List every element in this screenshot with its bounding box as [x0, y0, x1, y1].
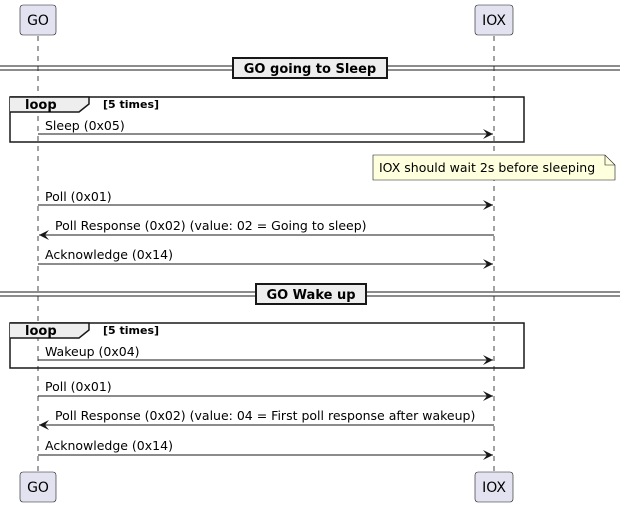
message-poll-1-label: Poll (0x01) — [45, 189, 112, 204]
message-ack-2-label: Acknowledge (0x14) — [45, 438, 173, 453]
message-poll-response-1-label: Poll Response (0x02) (value: 02 = Going … — [55, 218, 367, 233]
note-text: IOX should wait 2s before sleeping — [379, 160, 595, 175]
participant-iox-top: IOX — [474, 4, 514, 36]
loop-sleep: loop [5 times] — [9, 96, 525, 143]
message-ack-1: Acknowledge (0x14) — [38, 247, 493, 269]
participant-iox-bottom: IOX — [474, 471, 514, 503]
message-poll-2: Poll (0x01) — [38, 379, 493, 401]
participant-go-bottom-label: GO — [27, 480, 49, 496]
divider-wake: GO Wake up — [0, 283, 620, 305]
message-poll-1: Poll (0x01) — [38, 189, 493, 210]
participant-go-top-label: GO — [27, 13, 49, 29]
loop-wake-condition: [5 times] — [103, 324, 159, 337]
message-poll-response-2: Poll Response (0x02) (value: 04 = First … — [39, 408, 494, 430]
message-poll-2-label: Poll (0x01) — [45, 379, 112, 394]
participant-iox-bottom-label: IOX — [482, 480, 506, 496]
participant-go-bottom: GO — [19, 471, 57, 503]
message-poll-response-2-label: Poll Response (0x02) (value: 04 = First … — [55, 408, 475, 423]
divider-sleep-label: GO going to Sleep — [244, 62, 376, 77]
divider-wake-label: GO Wake up — [266, 288, 355, 303]
message-ack-2: Acknowledge (0x14) — [38, 438, 493, 460]
loop-sleep-condition: [5 times] — [103, 98, 159, 111]
message-sleep-label: Sleep (0x05) — [45, 118, 125, 133]
divider-sleep: GO going to Sleep — [0, 57, 620, 79]
loop-wake-keyword: loop — [25, 324, 57, 339]
message-wakeup: Wakeup (0x04) — [38, 344, 493, 365]
note: IOX should wait 2s before sleeping — [372, 154, 616, 181]
message-ack-1-label: Acknowledge (0x14) — [45, 247, 173, 262]
loop-wake: loop [5 times] — [9, 322, 525, 369]
message-poll-response-1: Poll Response (0x02) (value: 02 = Going … — [39, 218, 494, 240]
message-wakeup-label: Wakeup (0x04) — [45, 344, 140, 359]
loop-sleep-keyword: loop — [25, 98, 57, 113]
participant-go-top: GO — [19, 4, 57, 36]
message-sleep: Sleep (0x05) — [38, 118, 493, 139]
participant-iox-top-label: IOX — [482, 13, 506, 29]
